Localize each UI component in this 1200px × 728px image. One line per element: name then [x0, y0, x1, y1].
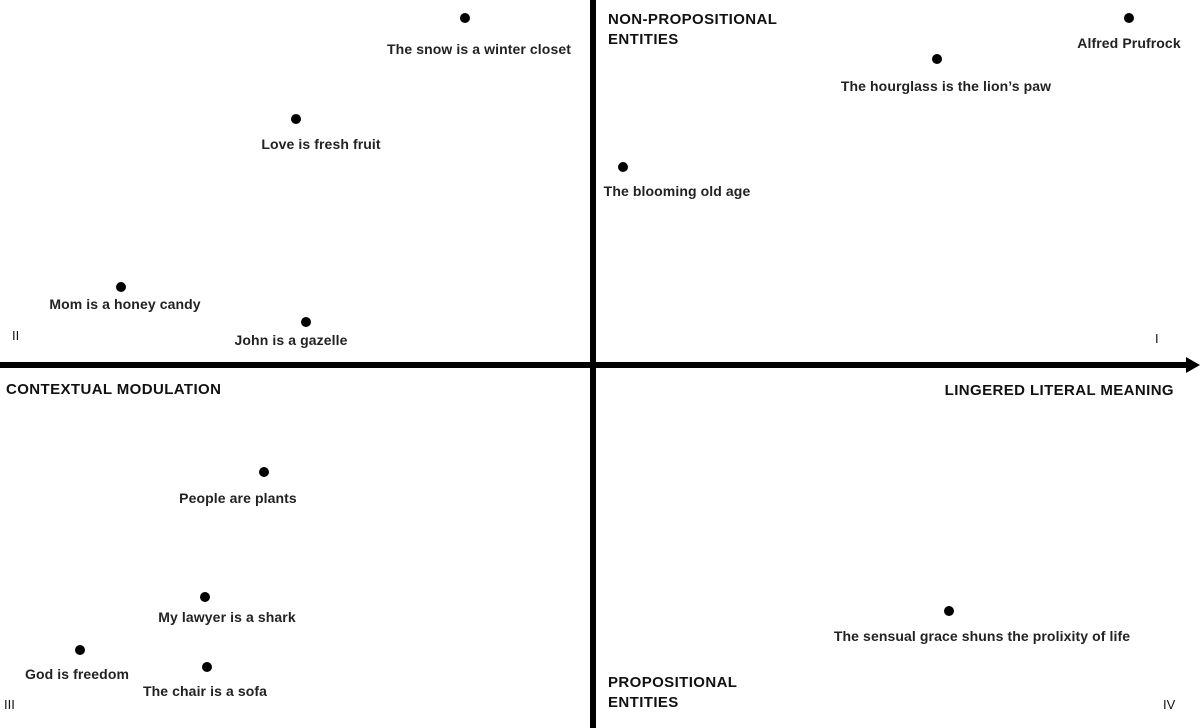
point-marker: [200, 592, 210, 602]
point-marker: [202, 662, 212, 672]
quadrant-label-ii: II: [12, 328, 20, 343]
vertical-axis-bottom-line1: PROPOSITIONAL: [608, 674, 738, 691]
quadrant-label-iv: IV: [1163, 697, 1176, 712]
horizontal-axis-arrow: [1186, 357, 1200, 373]
point-label: People are plants: [179, 490, 297, 506]
point-label: My lawyer is a shark: [158, 609, 296, 625]
point-label: Mom is a honey candy: [49, 296, 201, 312]
point-label: The sensual grace shuns the prolixity of…: [833, 628, 1131, 644]
point-label: God is freedom: [24, 666, 130, 682]
quadrant-label-iii: III: [4, 697, 15, 712]
vertical-axis-top-line2: ENTITIES: [608, 31, 679, 48]
vertical-axis: [590, 0, 596, 728]
point-marker: [259, 467, 269, 477]
point-label: The chair is a sofa: [142, 683, 268, 699]
point-marker: [75, 645, 85, 655]
point-label: The snow is a winter closet: [387, 41, 571, 57]
point-marker: [460, 13, 470, 23]
point-marker: [301, 317, 311, 327]
point-marker: [1124, 13, 1134, 23]
point-marker: [116, 282, 126, 292]
point-label: Love is fresh fruit: [261, 136, 381, 152]
horizontal-axis-left-label: CONTEXTUAL MODULATION: [6, 381, 222, 398]
vertical-axis-bottom-line2: ENTITIES: [608, 694, 679, 711]
quadrant-label-i: I: [1155, 331, 1159, 346]
vertical-axis-bottom-label: PROPOSITIONAL ENTITIES: [608, 673, 737, 713]
point-label: Alfred Prufrock: [1077, 35, 1181, 51]
point-marker: [944, 606, 954, 616]
point-label: The hourglass is the lion’s paw: [840, 78, 1052, 94]
vertical-axis-top-label: NON-PROPOSITIONAL ENTITIES: [608, 10, 777, 50]
vertical-axis-top-line1: NON-PROPOSITIONAL: [608, 11, 778, 28]
point-label: The blooming old age: [603, 183, 751, 199]
point-marker: [291, 114, 301, 124]
point-label: John is a gazelle: [234, 332, 348, 348]
point-marker: [932, 54, 942, 64]
horizontal-axis-right-label: LINGERED LITERAL MEANING: [944, 382, 1174, 399]
point-marker: [618, 162, 628, 172]
